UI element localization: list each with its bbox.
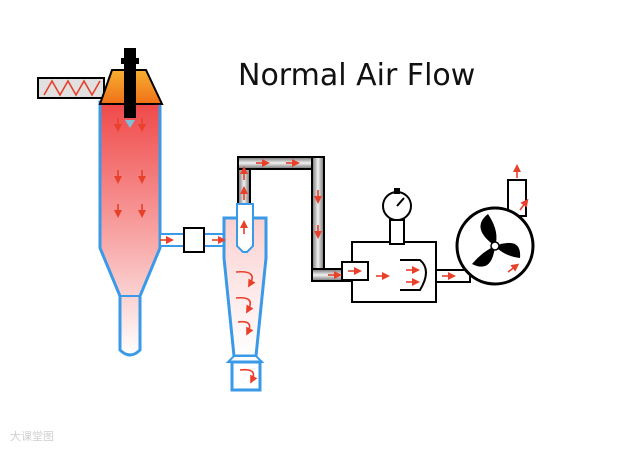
filter-inlet-arrows xyxy=(348,267,390,280)
pressure-gauge xyxy=(382,188,412,245)
watermark: 大课堂图 xyxy=(10,430,54,443)
diagram-title: Normal Air Flow xyxy=(238,58,476,93)
swirl-arrow xyxy=(235,270,256,288)
drying-chamber xyxy=(98,100,162,357)
bag-filter-unit xyxy=(341,241,437,303)
flow-arrow xyxy=(507,263,520,273)
screw-feeder xyxy=(37,77,105,99)
cyclone-swirls xyxy=(235,270,258,384)
flow-arrows xyxy=(114,118,529,286)
exhaust-fan xyxy=(455,179,535,286)
cyclone-separator xyxy=(222,203,268,392)
atomizer-nozzle xyxy=(98,48,164,128)
swirl-arrow xyxy=(237,320,254,336)
swirl-arrow xyxy=(239,368,258,384)
fan-inlet-pipe xyxy=(435,269,471,283)
swirl-arrow xyxy=(235,296,254,314)
flow-arrow xyxy=(519,198,529,211)
